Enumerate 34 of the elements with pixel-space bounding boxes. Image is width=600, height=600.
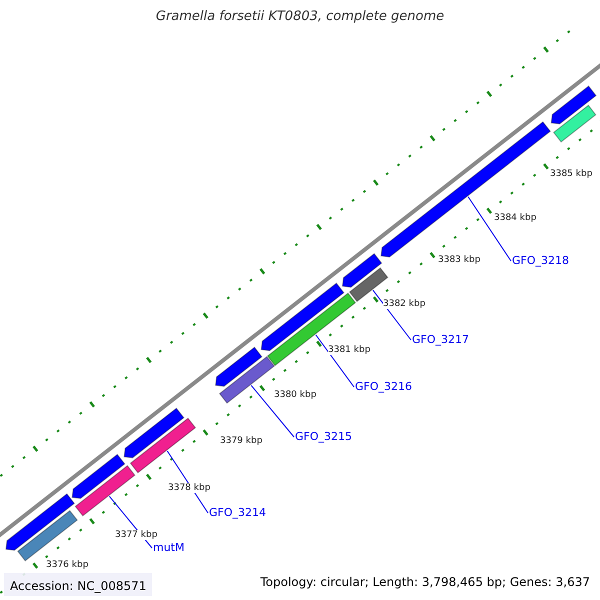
gene-bar: [553, 104, 596, 143]
tick-label: 3384 kbp: [494, 213, 536, 223]
tick-label: 3380 kbp: [274, 390, 316, 400]
gene-bar: [124, 408, 184, 458]
gene-label: GFO_3215: [295, 430, 352, 443]
gene-label: mutM: [153, 541, 184, 554]
tick-label: 3376 kbp: [46, 560, 88, 570]
tick-label: 3381 kbp: [328, 345, 370, 355]
gene-bar: [5, 493, 75, 551]
gene-label: GFO_3216: [355, 380, 412, 393]
gene-label: GFO_3218: [512, 254, 570, 267]
gene-bar: [342, 253, 382, 288]
tick-label: 3383 kbp: [438, 255, 480, 265]
leader-line: [250, 384, 294, 438]
gene-bar: [215, 346, 262, 387]
accession-label: Accession: NC_008571: [10, 579, 146, 593]
leader-line: [315, 334, 354, 388]
tick-label: 3378 kbp: [168, 483, 210, 493]
diagram-title: Gramella forsetii KT0803, complete genome: [154, 9, 446, 24]
gene-bar: [72, 454, 126, 499]
gene-bar: [17, 510, 78, 562]
gene-bar: [550, 85, 597, 124]
tick-label: 3377 kbp: [115, 530, 158, 540]
leader-line: [468, 196, 512, 262]
gene-label: GFO_3214: [209, 506, 266, 519]
gene-bar: [266, 292, 356, 366]
gene-bar: [130, 418, 196, 474]
gene-label: GFO_3217: [412, 333, 470, 346]
gene-bar: [74, 465, 136, 516]
tick-label: 3382 kbp: [383, 299, 426, 309]
leader-line: [372, 290, 412, 340]
tick-label: 3379 kbp: [220, 436, 262, 446]
gene-bar: [218, 356, 275, 404]
genome-info-text: Topology: circular; Length: 3,798,465 bp; Genes: 3,637: [260, 575, 590, 589]
